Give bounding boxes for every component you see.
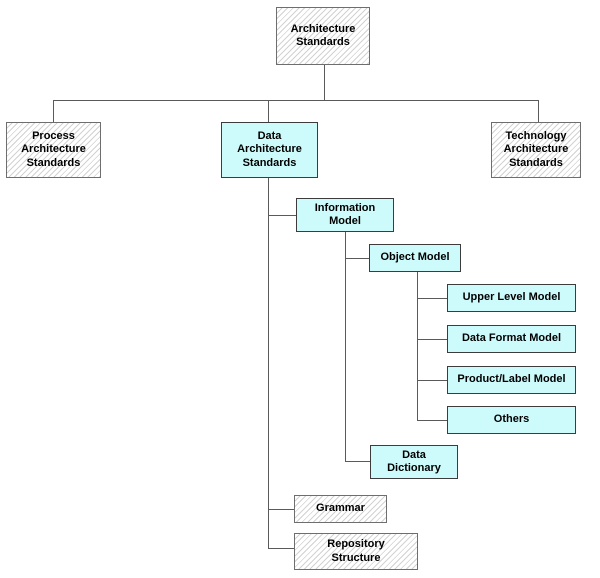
connector-root-vertical [324, 65, 325, 101]
connector-information-model-trunk [345, 232, 346, 462]
node-data-format-model: Data Format Model [447, 325, 576, 353]
connector-elbow-data-dictionary [345, 461, 370, 462]
node-others: Others [447, 406, 576, 434]
node-upper-level-model: Upper Level Model [447, 284, 576, 312]
node-technology-architecture-standards: Technology Architecture Standards [491, 122, 581, 178]
connector-drop-data [268, 100, 269, 122]
connector-object-model-trunk [417, 272, 418, 420]
connector-stub-product-label-model [417, 380, 447, 381]
connector-data-trunk [268, 178, 269, 549]
connector-stub-object-model [345, 258, 369, 259]
node-information-model: Information Model [296, 198, 394, 232]
connector-stub-information-model [268, 215, 296, 216]
node-product-label-model: Product/Label Model [447, 366, 576, 394]
connector-stub-upper-level-model [417, 298, 447, 299]
connector-stub-others [417, 420, 447, 421]
connector-elbow-repository [268, 548, 294, 549]
connector-stub-data-format-model [417, 339, 447, 340]
connector-level1-bus [53, 100, 539, 101]
node-repository-structure: Repository Structure [294, 533, 418, 570]
node-object-model: Object Model [369, 244, 461, 272]
node-data-architecture-standards: Data Architecture Standards [221, 122, 318, 178]
node-process-architecture-standards: Process Architecture Standards [6, 122, 101, 178]
connector-drop-process [53, 100, 54, 122]
node-architecture-standards: Architecture Standards [276, 7, 370, 65]
node-grammar: Grammar [294, 495, 387, 523]
node-data-dictionary: Data Dictionary [370, 445, 458, 479]
connector-stub-grammar [268, 509, 294, 510]
connector-drop-technology [538, 100, 539, 122]
